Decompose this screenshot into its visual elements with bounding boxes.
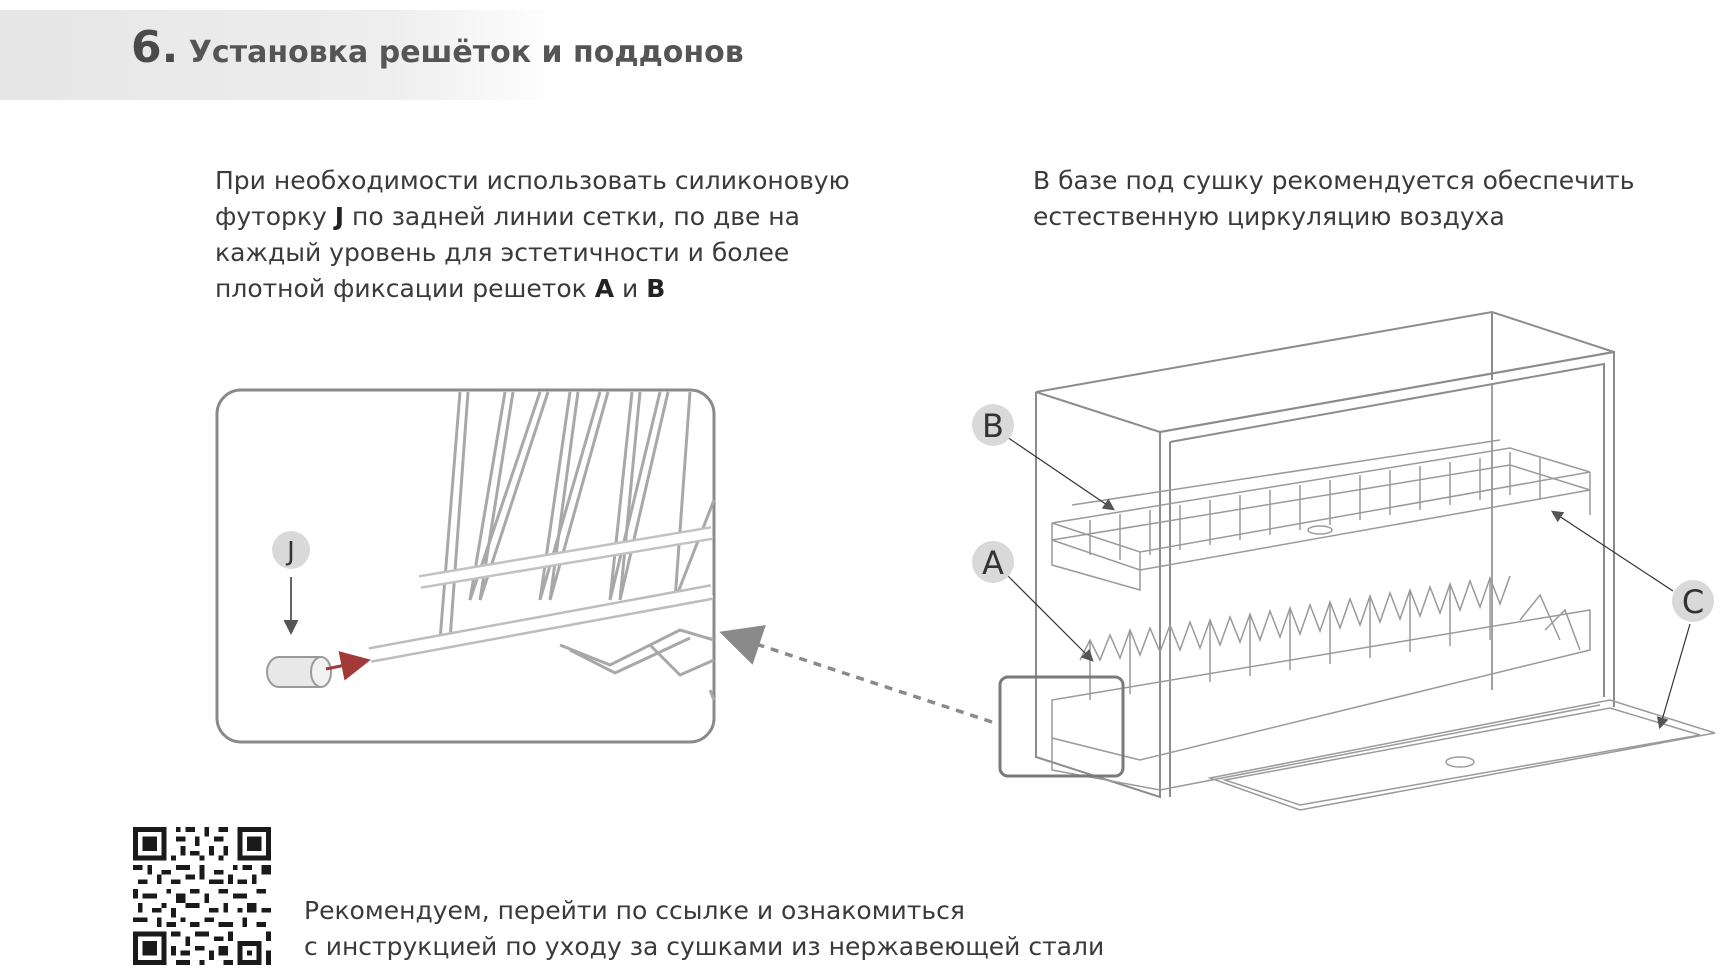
callout-a: A: [972, 541, 1014, 583]
bottom-note-line-2: с инструкцией по уходу за сушками из нер…: [304, 932, 1105, 961]
callout-a-leader: [1006, 574, 1094, 662]
right-note-line-1: В базе под сушку рекомендуется обеспечит…: [1033, 166, 1635, 195]
ref-b: B: [646, 274, 666, 303]
callout-j: J: [272, 531, 310, 569]
section-number: 6.: [131, 22, 179, 73]
detail-pointer-arrow: [719, 625, 993, 724]
callout-c-leader-upper: [1550, 510, 1674, 592]
section-title: 6. Установка решёток и поддонов: [131, 22, 744, 73]
silicone-sleeve-j: [266, 656, 332, 688]
header-band: [0, 10, 560, 100]
detail-inset: J: [215, 388, 716, 744]
callout-a-label: A: [982, 544, 1004, 582]
qr-code[interactable]: [133, 827, 271, 965]
callout-b: B: [972, 404, 1014, 446]
left-note-line-2: футорку J по задней линии сетки, по две …: [215, 199, 935, 235]
left-note-line-4: плотной фиксации решеток A и B: [215, 271, 935, 307]
detail-highlight-box: [998, 675, 1125, 778]
left-note-line-1: При необходимости использовать силиконов…: [215, 166, 850, 195]
wire-rack-closeup: [368, 391, 716, 701]
cabinet-drawing: [1035, 310, 1716, 811]
section-title-text: Установка решёток и поддонов: [188, 35, 744, 70]
left-note-text: плотной фиксации решеток: [215, 274, 595, 303]
callout-j-label: J: [285, 537, 295, 567]
drip-tray-c: [1207, 699, 1716, 811]
right-note-line-2: естественную циркуляцию воздуха: [1033, 202, 1505, 231]
ref-a: A: [594, 274, 615, 303]
left-note-text: по задней линии сетки, по две на: [344, 202, 800, 231]
left-instruction: При необходимости использовать силиконов…: [215, 163, 935, 307]
care-instructions-note: Рекомендуем, перейти по ссылке и ознаком…: [304, 893, 1454, 965]
callout-c-label: C: [1682, 583, 1704, 621]
callout-c-leader-lower: [1656, 623, 1691, 730]
callout-c: C: [1672, 580, 1714, 622]
ref-j: J: [334, 202, 345, 231]
insert-arrow: [325, 651, 371, 681]
left-note-line-3: каждый уровень для эстетичности и более: [215, 238, 790, 267]
callout-b-leader: [1006, 436, 1115, 511]
lower-rack-a: [1051, 575, 1601, 791]
left-note-text: и: [614, 274, 647, 303]
callout-b-label: B: [982, 407, 1004, 445]
left-note-text: футорку: [215, 202, 335, 231]
upper-rack-b: [1051, 439, 1591, 591]
right-instruction: В базе под сушку рекомендуется обеспечит…: [1033, 163, 1713, 235]
bottom-note-line-1: Рекомендуем, перейти по ссылке и ознаком…: [304, 896, 965, 925]
